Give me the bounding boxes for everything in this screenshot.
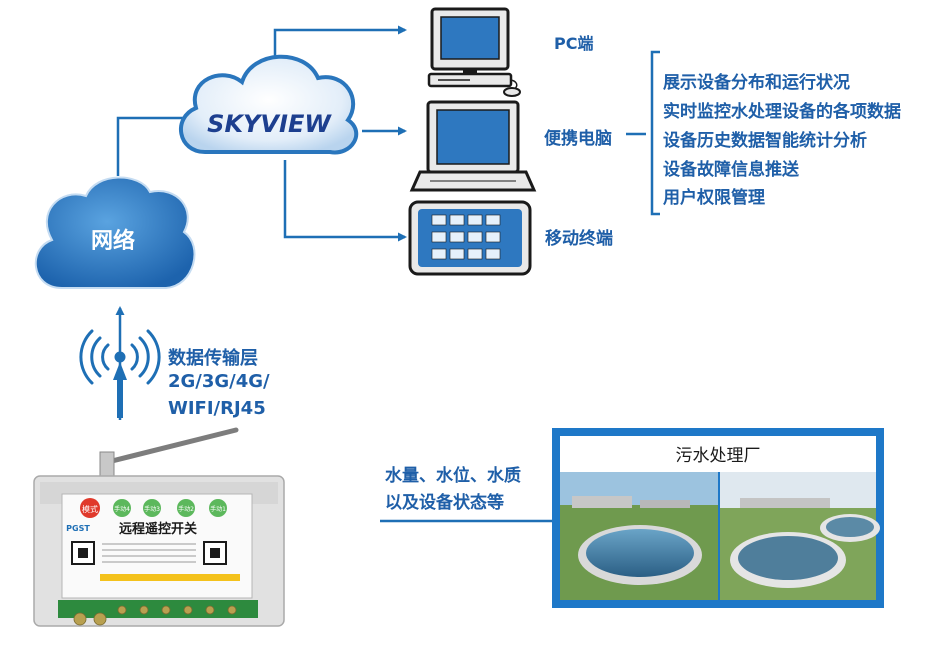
pc-label: PC端	[554, 34, 594, 53]
remote-switch-device: 模式 手动4 手动3 手动2 手动1 远程遥控开关 PGST	[33, 427, 285, 627]
transmission-protocols-line1: 2G/3G/4G/	[168, 371, 270, 392]
mobile-label: 移动终端	[545, 229, 613, 249]
network-label: 网络	[91, 228, 135, 254]
plant-data-line1: 水量、水位、水质	[385, 466, 521, 486]
plant-title: 污水处理厂	[676, 446, 761, 466]
plant-data-line2: 以及设备状态等	[385, 493, 504, 513]
device-name: 远程遥控开关	[119, 521, 197, 537]
skyview-cloud: SKYVIEW	[179, 54, 359, 155]
pc-desktop-icon	[427, 7, 521, 97]
mobile-terminal-icon	[408, 200, 532, 276]
feature-item: 展示设备分布和运行状况	[663, 73, 850, 93]
device-btn-2: 手动3	[144, 505, 160, 513]
feature-item: 用户权限管理	[663, 188, 765, 208]
transmission-title: 数据传输层	[168, 348, 258, 369]
plant-photo-left	[560, 472, 718, 600]
network-cloud: 网络	[34, 176, 196, 289]
skyview-brand-text: SKYVIEW	[207, 110, 332, 138]
feature-item: 设备历史数据智能统计分析	[663, 131, 867, 151]
plant-photo-right	[720, 472, 880, 600]
device-btn-1: 手动4	[114, 505, 130, 513]
laptop-label: 便携电脑	[544, 129, 612, 149]
sewage-plant-panel: 污水处理厂	[552, 428, 884, 608]
feature-item: 实时监控水处理设备的各项数据	[663, 102, 901, 122]
feature-item: 设备故障信息推送	[663, 160, 799, 180]
device-mode-button: 模式	[82, 504, 98, 514]
device-btn-3: 手动2	[178, 505, 194, 513]
device-btn-4: 手动1	[210, 505, 226, 513]
device-brand: PGST	[66, 524, 90, 533]
transmission-protocols-line2: WIFI/RJ45	[168, 398, 266, 419]
wireless-signal-icon	[79, 329, 161, 418]
laptop-icon	[409, 100, 537, 192]
